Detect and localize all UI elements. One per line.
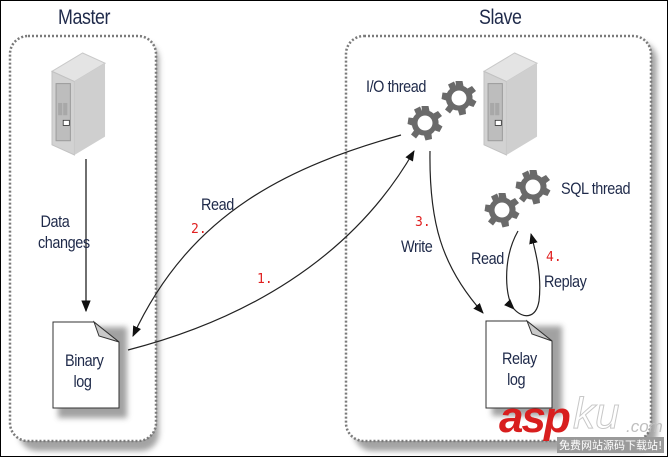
relay-log-document <box>485 320 553 409</box>
relay-log-label: Relay log <box>502 348 537 390</box>
binary-log-line-2: log <box>73 372 92 391</box>
arrow-4-read-relay-log <box>504 230 519 310</box>
io-thread-label: I/O thread <box>366 77 427 96</box>
arrow-3-write-relay-log <box>429 150 484 314</box>
step-2-number: 2. <box>191 222 207 237</box>
binary-log-fold-icon <box>92 320 120 343</box>
watermark-tagline: 免费网站源码下载站! <box>557 437 665 453</box>
arrow-1-send-to-io-thread <box>127 150 415 351</box>
step-1-number: 1. <box>257 272 273 287</box>
slave-panel <box>344 34 653 443</box>
read-binary-log-label: Read <box>201 195 234 214</box>
write-label: Write <box>401 237 433 256</box>
data-changes-line-1: Data <box>40 212 70 231</box>
step-3-number: 3. <box>415 215 431 230</box>
arrow-2-read-binary-log <box>132 134 402 337</box>
binary-log-label: Binary log <box>65 350 104 392</box>
binary-log-line-1: Binary <box>65 351 104 370</box>
watermark-domain: .com <box>626 417 663 436</box>
binary-log-document <box>52 321 120 409</box>
data-changes-line-2: changes <box>38 233 90 252</box>
sql-thread-label: SQL thread <box>561 179 631 198</box>
watermark-brand-asp: asp <box>499 393 571 442</box>
master-server-icon <box>51 52 106 156</box>
relay-log-line-1: Relay <box>502 349 537 368</box>
relay-log-fold-icon <box>525 319 553 342</box>
master-title: Master <box>58 6 111 29</box>
arrow-4-replay <box>513 232 541 317</box>
slave-title: Slave <box>479 6 522 29</box>
watermark-brand-ku: ku <box>572 389 620 439</box>
relay-log-line-2: log <box>507 370 526 389</box>
replay-label: Replay <box>544 272 587 291</box>
slave-server-icon <box>483 52 538 156</box>
data-changes-label: Data changes <box>38 211 90 253</box>
step-4-number: 4. <box>546 250 562 265</box>
read-relay-log-label: Read <box>471 249 504 268</box>
